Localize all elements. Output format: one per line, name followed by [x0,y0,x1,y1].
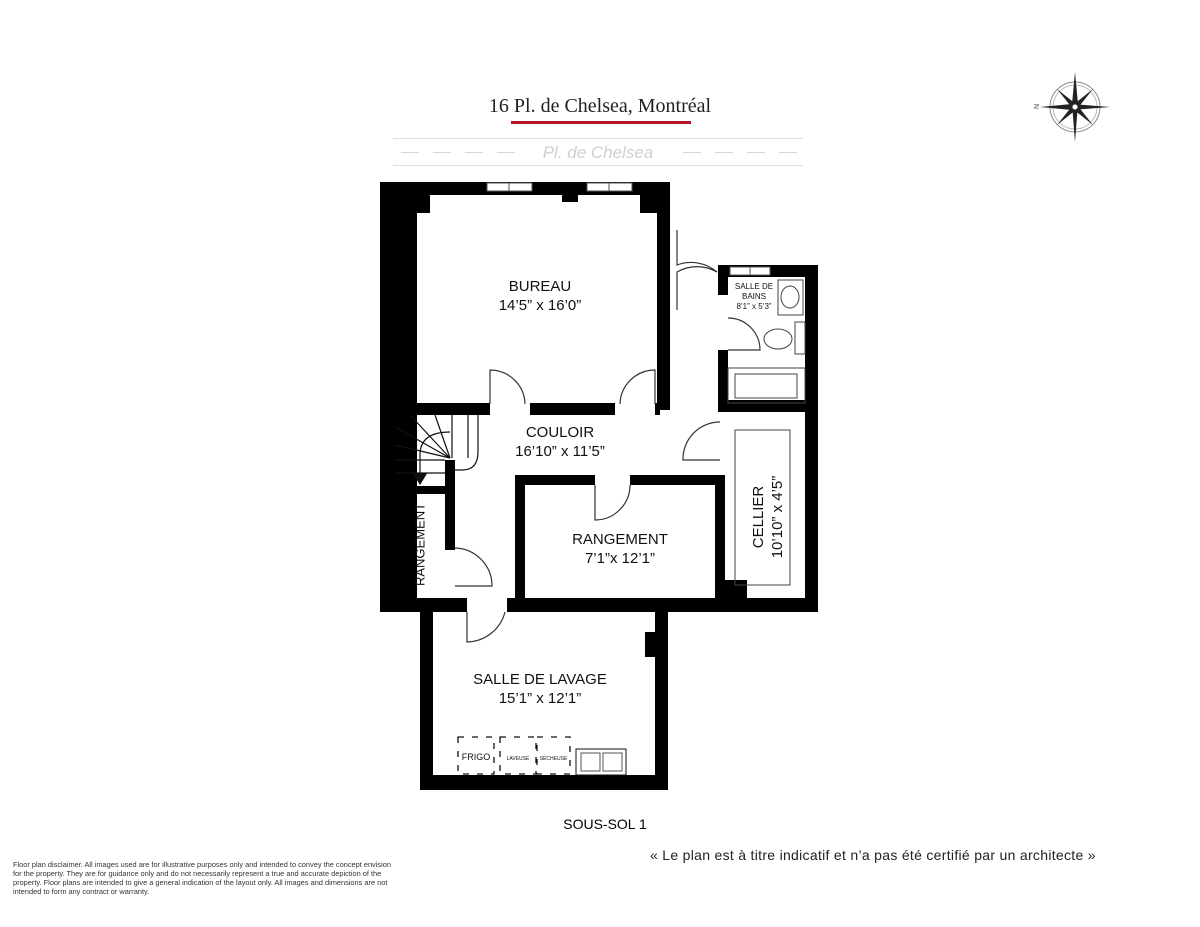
compass-rose-icon [1040,72,1110,142]
room-bureau: BUREAU 14’5” x 16’0” [440,277,640,315]
address-title: 16 Pl. de Chelsea, Montréal [488,95,712,117]
street-band: Pl. de Chelsea [393,138,803,166]
room-couloir: COULOIR 16’10” x 11’5” [480,423,640,461]
room-dims: 14’5” x 16’0” [498,297,582,314]
room-rangement-small: RANGEMENT [412,502,428,587]
room-name: CELLIER [750,485,767,549]
appliance-frigo: FRIGO [461,752,491,762]
room-cellier: CELLIER 10’10” x 4’5” [749,442,787,592]
room-dims: 7’1”x 12’1” [584,550,656,567]
floor-label: SOUS-SOL 1 [563,816,647,832]
room-dims: 16’10” x 11’5” [515,443,605,460]
room-name: SALLE DE BAINS [734,282,774,301]
appliance-laveuse: LAVEUSE [506,756,530,762]
room-name: BUREAU [508,278,572,295]
doors [454,230,761,643]
room-dims: 8’1” x 5’3” [736,302,772,311]
street-label: Pl. de Chelsea [542,143,654,162]
room-name: COULOIR [525,424,595,441]
compass-north: N [1034,104,1041,109]
room-name: SALLE DE LAVAGE [473,671,607,688]
room-dims: 10’10” x 4’5” [769,475,786,559]
room-name: RANGEMENT [572,531,668,548]
title-underline [511,121,691,124]
stairs [394,414,479,486]
room-salle-de-lavage: SALLE DE LAVAGE 15’1” x 12’1” [450,670,630,708]
appliance-outlines [457,736,571,775]
sink-icon [575,748,627,776]
room-rangement: RANGEMENT 7’1”x 12’1” [540,530,700,568]
room-dims: 15’1” x 12’1” [498,690,582,707]
room-salle-de-bains: SALLE DE BAINS 8’1” x 5’3” [729,282,779,312]
architect-note: « Le plan est à titre indicatif et n’a p… [650,847,1096,863]
windows [486,182,771,276]
appliance-secheuse: SÉCHEUSE [539,756,568,762]
disclaimer: Floor plan disclaimer. All images used a… [13,860,391,896]
bathroom-fixtures [727,279,806,586]
